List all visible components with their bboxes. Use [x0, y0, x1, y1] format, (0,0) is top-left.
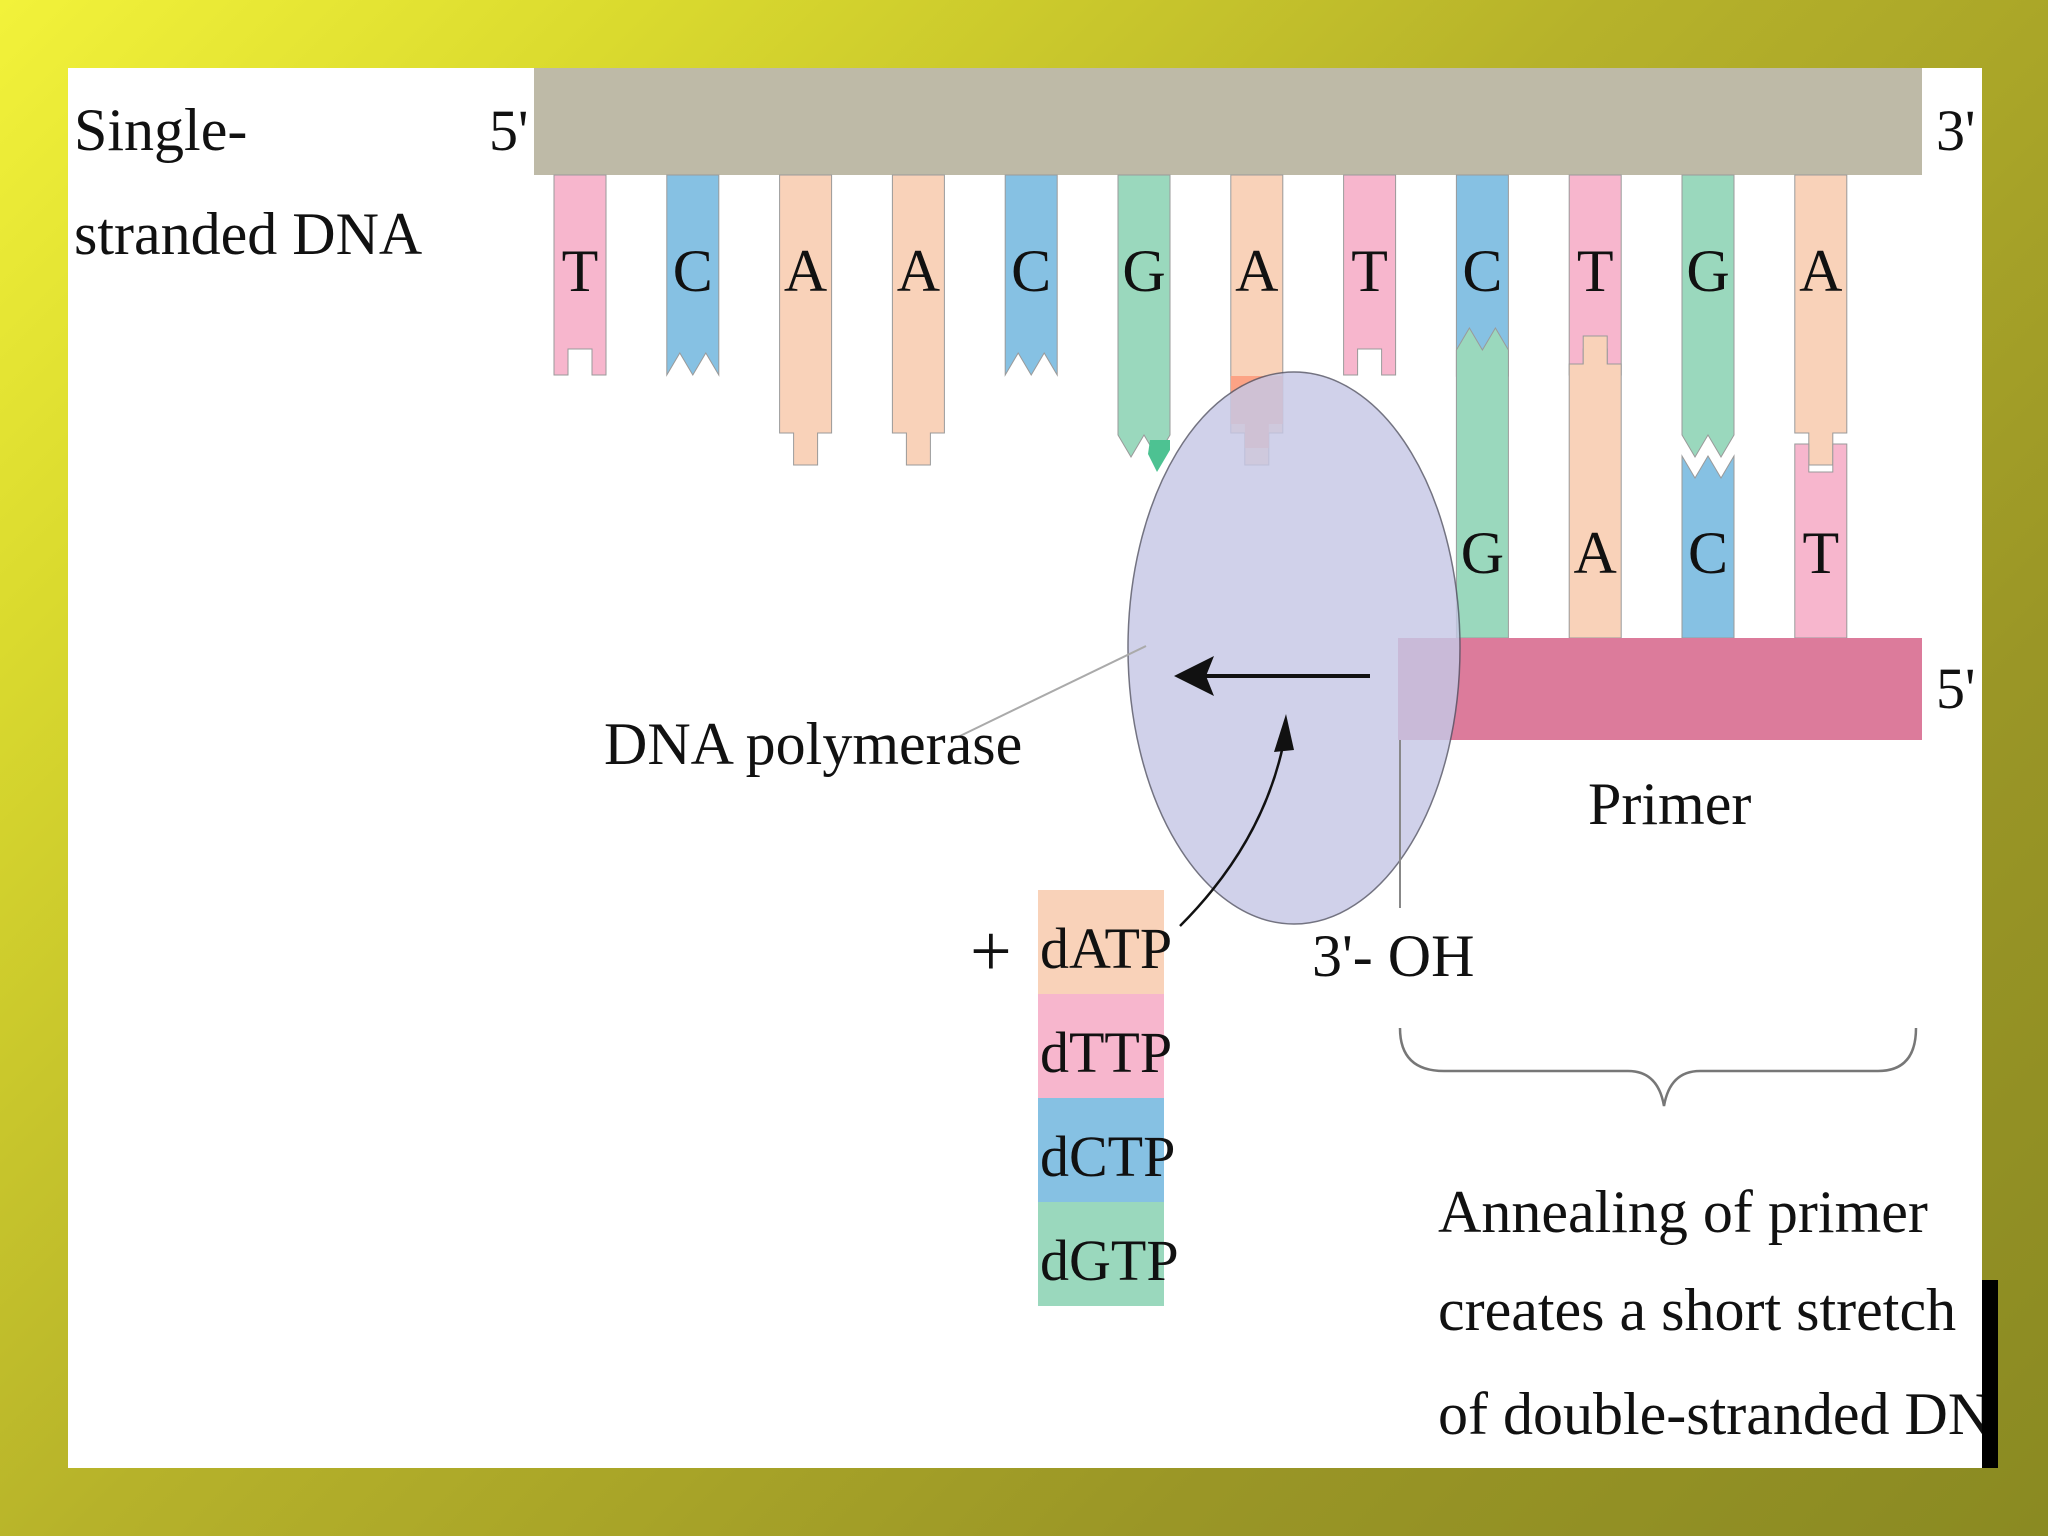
dntp-label: dATP — [1040, 916, 1172, 981]
incoming-base-highlight-g — [1148, 440, 1170, 472]
diagram-canvas: T C A A C G A T C T G A G A C T dATP dTTP dCTP dGTP Singl… — [68, 68, 1982, 1468]
template-base-letter: T — [562, 238, 599, 304]
template-base-letter: G — [1122, 238, 1165, 304]
template-base-letter: G — [1686, 238, 1729, 304]
template-base-1: T — [553, 174, 607, 376]
direction-arrow-head — [1174, 656, 1214, 696]
template-base-8: T — [1343, 174, 1397, 376]
dntp-dttp: dTTP — [1038, 994, 1172, 1098]
dna-polymerase — [1127, 371, 1461, 925]
primer-strand — [1398, 638, 1922, 740]
ssdna-label-line1: Single- — [74, 97, 247, 163]
dntp-dctp: dCTP — [1038, 1098, 1175, 1202]
polymerase-label: DNA polymerase — [604, 711, 1022, 777]
template-base-6: G — [1117, 174, 1171, 458]
polymerase-leader-line — [959, 645, 1147, 737]
primer-base-letter: T — [1802, 520, 1839, 586]
template-base-letter: A — [897, 238, 940, 304]
template-base-2: C — [666, 174, 720, 377]
template-5prime-label: 5' — [489, 98, 528, 163]
annealing-label-line2: creates a short stretch — [1438, 1277, 1956, 1343]
annealing-label-line1: Annealing of primer — [1438, 1179, 1928, 1245]
primer-base-letter: G — [1461, 520, 1504, 586]
template-base-10: T — [1568, 174, 1622, 376]
template-backbone — [534, 68, 1922, 175]
template-base-11: G — [1681, 174, 1735, 458]
template-base-9: C — [1455, 174, 1509, 377]
template-base-3: A — [779, 174, 833, 466]
double-strand-brace — [1398, 1027, 1918, 1107]
template-base-letter: T — [1577, 238, 1614, 304]
dntp-incoming-arrow — [1179, 729, 1288, 927]
primer-base-1: G — [1455, 327, 1509, 639]
dntp-arrow-head — [1274, 714, 1294, 752]
template-base-letter: A — [1235, 238, 1278, 304]
dna-replication-diagram: T C A A C G A T C T G A G A C T dATP dTTP dCTP dGTP Singl… — [74, 68, 1982, 1447]
template-base-12: A — [1794, 174, 1848, 466]
ssdna-label-line2: stranded DNA — [74, 201, 422, 267]
primer-base-2: A — [1568, 335, 1622, 639]
dntp-stack: dATP dTTP dCTP dGTP — [1038, 890, 1179, 1306]
primer-base-letter: C — [1688, 520, 1728, 586]
template-base-letter: C — [1011, 238, 1051, 304]
primer-base-4: T — [1794, 443, 1848, 639]
template-base-letter: A — [784, 238, 827, 304]
template-base-4: A — [891, 174, 945, 466]
dntp-label: dGTP — [1040, 1228, 1179, 1293]
annealing-label-line3: of double-stranded DNA — [1438, 1381, 1982, 1447]
primer-5prime-label: 5' — [1936, 656, 1975, 721]
primer-base-letter: A — [1574, 520, 1617, 586]
template-base-letter: C — [673, 238, 713, 304]
primer-label: Primer — [1588, 771, 1751, 837]
dntp-label: dTTP — [1040, 1020, 1172, 1085]
primer-base-3: C — [1681, 454, 1735, 639]
template-base-letter: C — [1462, 238, 1502, 304]
dntp-datp: dATP — [1038, 890, 1172, 994]
dntp-dgtp: dGTP — [1038, 1202, 1179, 1306]
black-edge-bar — [1982, 1280, 1998, 1468]
template-base-letter: T — [1351, 238, 1388, 304]
oh-label: 3'- OH — [1312, 923, 1474, 989]
plus-sign: + — [970, 911, 1012, 993]
template-base-letter: A — [1799, 238, 1842, 304]
template-3prime-label: 3' — [1936, 98, 1975, 163]
dntp-label: dCTP — [1040, 1124, 1175, 1189]
template-base-5: C — [1004, 174, 1058, 377]
